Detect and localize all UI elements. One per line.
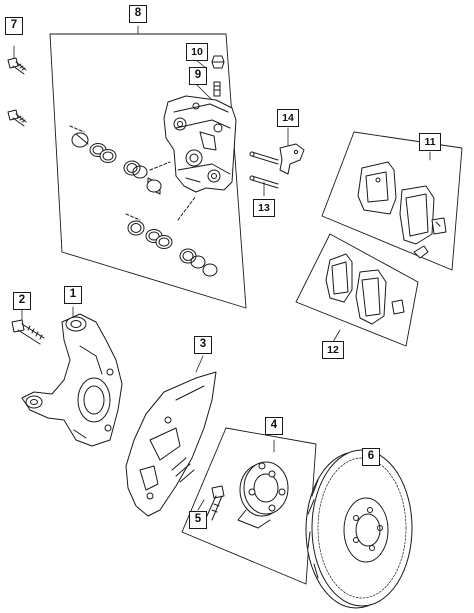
callout-7[interactable]: 7 [5, 17, 23, 35]
callout-13[interactable]: 13 [253, 199, 275, 217]
caliper-mounting-bolt [7, 57, 27, 75]
wear-sensor [413, 245, 429, 259]
rear-pad-kit-frame [295, 233, 419, 347]
callout-8[interactable]: 8 [129, 5, 147, 23]
callout-9[interactable]: 9 [189, 67, 207, 85]
callout-2[interactable]: 2 [13, 292, 31, 310]
hub-kit-frame [181, 427, 317, 585]
callout-12[interactable]: 12 [322, 341, 344, 359]
pad-shim [431, 217, 447, 235]
hub-bolt [205, 485, 225, 521]
brake-caliper-body [163, 95, 237, 193]
bleeder-screw [213, 81, 221, 97]
pad-retaining-pins [249, 151, 279, 189]
steering-knuckle [21, 313, 123, 447]
callout-1[interactable]: 1 [64, 286, 82, 304]
brake-dust-shield [125, 371, 217, 517]
lower-piston-set [125, 195, 218, 277]
brake-pad [355, 269, 387, 325]
caliper-mounting-bolt [7, 109, 27, 127]
callout-5[interactable]: 5 [189, 511, 207, 529]
caliper-kit-frame [49, 33, 247, 309]
upper-piston-set [69, 125, 171, 195]
callout-10[interactable]: 10 [186, 43, 208, 61]
brake-pad [325, 253, 353, 303]
pad-shim [391, 299, 405, 315]
brake-rotor [305, 449, 413, 609]
callout-6[interactable]: 6 [362, 448, 380, 466]
callout-4[interactable]: 4 [265, 417, 283, 435]
brake-pad [357, 161, 397, 215]
hub-bearing-assembly [237, 461, 289, 529]
callout-11[interactable]: 11 [419, 133, 441, 151]
anti-rattle-clip [279, 143, 305, 175]
callout-14[interactable]: 14 [277, 109, 299, 127]
bleeder-cap [211, 55, 225, 69]
knuckle-bolt [11, 319, 45, 345]
brake-pad [399, 185, 435, 245]
callout-3[interactable]: 3 [194, 336, 212, 354]
